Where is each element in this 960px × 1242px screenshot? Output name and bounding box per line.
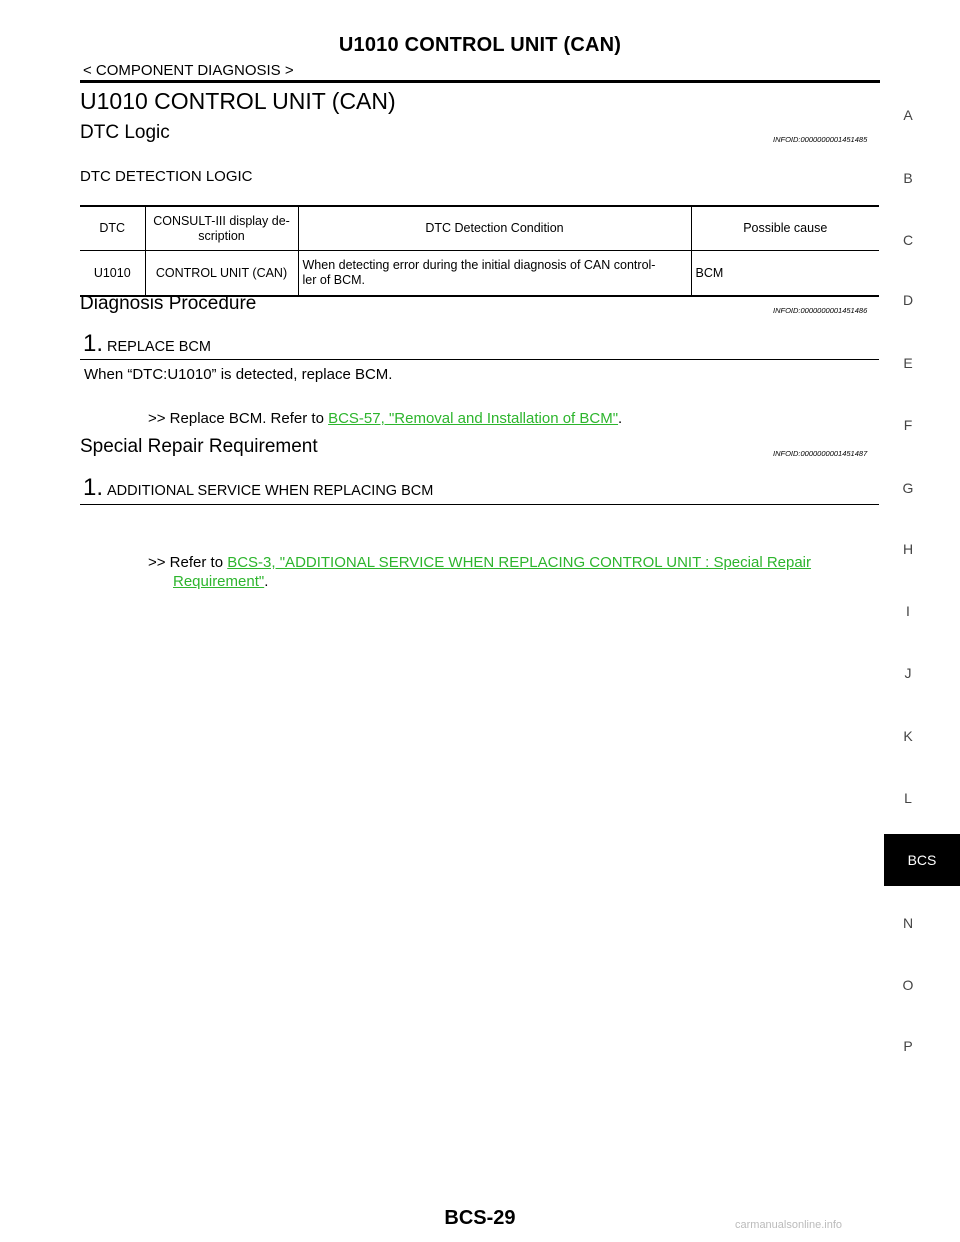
special-action-line-1: >> Refer to BCS-3, "ADDITIONAL SERVICE W… <box>148 553 880 572</box>
header-cell-dtc: DTC <box>80 206 146 251</box>
dtc-logic-heading: DTC Logic <box>80 122 170 143</box>
diagnosis-body-text: When “DTC:U1010” is detected, replace BC… <box>84 366 393 383</box>
dtc-table-header-row: DTC CONSULT-III display de- scription DT… <box>80 206 879 251</box>
cell-consult-display: CONTROL UNIT (CAN) <box>145 250 299 296</box>
header-cell-detection-condition: DTC Detection Condition <box>298 206 692 251</box>
dtc-table: DTC CONSULT-III display de- scription DT… <box>80 205 879 297</box>
dtc-detection-logic-label: DTC DETECTION LOGIC <box>80 168 253 185</box>
step-header-replace-bcm: 1.REPLACE BCM <box>83 330 211 358</box>
side-index-letter-o[interactable]: O <box>902 977 914 993</box>
side-index-letter-g[interactable]: G <box>902 480 914 496</box>
step-number: 1. <box>83 474 104 501</box>
action-prefix: >> Replace BCM. Refer to <box>148 410 329 427</box>
side-index-letter-d[interactable]: D <box>902 292 914 308</box>
side-index-letter-p[interactable]: P <box>903 1038 913 1054</box>
header-cell-possible-cause: Possible cause <box>743 221 828 235</box>
side-index-letter-l[interactable]: L <box>904 790 912 806</box>
side-index-letter-h[interactable]: H <box>902 541 914 557</box>
side-index-letter-e[interactable]: E <box>903 355 913 371</box>
action-suffix: . <box>618 410 623 427</box>
side-index-active-tab[interactable]: BCS <box>884 834 960 886</box>
side-index-letter-n[interactable]: N <box>902 915 914 931</box>
side-index-letter-f[interactable]: F <box>903 417 913 433</box>
step-number: 1. <box>83 330 104 357</box>
page-number: BCS-29 <box>444 1207 516 1229</box>
side-index-letter-c[interactable]: C <box>902 232 914 248</box>
diagnosis-procedure-heading: Diagnosis Procedure <box>80 293 257 314</box>
side-index-letter-k[interactable]: K <box>903 728 913 744</box>
cell-detection-condition: When detecting error during the initial … <box>298 250 692 296</box>
cell-possible-cause: BCM <box>695 265 724 280</box>
step-divider <box>80 359 879 360</box>
breadcrumb: < COMPONENT DIAGNOSIS > <box>83 62 294 79</box>
special-repair-heading: Special Repair Requirement <box>80 436 318 457</box>
header-cell-consult-display: CONSULT-III display de- scription <box>145 206 299 251</box>
cell-dtc-code: U1010 <box>80 250 146 296</box>
bcs-3-additional-service-link[interactable]: BCS-3, "ADDITIONAL SERVICE WHEN REPLACIN… <box>227 554 812 571</box>
dtc-logic-infoid: INFOID:0000000001451485 <box>773 135 868 144</box>
section-title: U1010 CONTROL UNIT (CAN) <box>80 88 396 114</box>
bcs-3-additional-service-link-continued[interactable]: Requirement" <box>173 573 265 590</box>
side-index-letter-a[interactable]: A <box>903 107 913 123</box>
side-index-letter-i[interactable]: I <box>906 603 910 619</box>
diagnosis-action: >> Replace BCM. Refer to BCS-57, "Remova… <box>148 410 622 427</box>
bcs-57-removal-installation-link[interactable]: BCS-57, "Removal and Installation of BCM… <box>328 410 619 427</box>
step-label: ADDITIONAL SERVICE WHEN REPLACING BCM <box>107 483 434 499</box>
special-action: >> Refer to BCS-3, "ADDITIONAL SERVICE W… <box>148 553 880 591</box>
table-row: U1010 CONTROL UNIT (CAN) When detecting … <box>80 250 879 296</box>
side-index-letter-b[interactable]: B <box>903 170 913 186</box>
special-action-line-2: Requirement". <box>148 572 880 591</box>
watermark: carmanualsonline.info <box>735 1219 843 1231</box>
step-label: REPLACE BCM <box>107 339 211 355</box>
page-header-title: U1010 CONTROL UNIT (CAN) <box>338 34 622 56</box>
header-divider <box>80 80 880 83</box>
side-index-letter-j[interactable]: J <box>904 665 912 681</box>
special-repair-infoid: INFOID:0000000001451487 <box>773 449 868 458</box>
step-header-additional-service: 1.ADDITIONAL SERVICE WHEN REPLACING BCM <box>83 474 433 502</box>
diagnosis-procedure-infoid: INFOID:0000000001451486 <box>773 306 868 315</box>
step-divider <box>80 504 879 505</box>
action-suffix: . <box>264 573 269 590</box>
action-prefix: >> Refer to <box>148 554 228 571</box>
